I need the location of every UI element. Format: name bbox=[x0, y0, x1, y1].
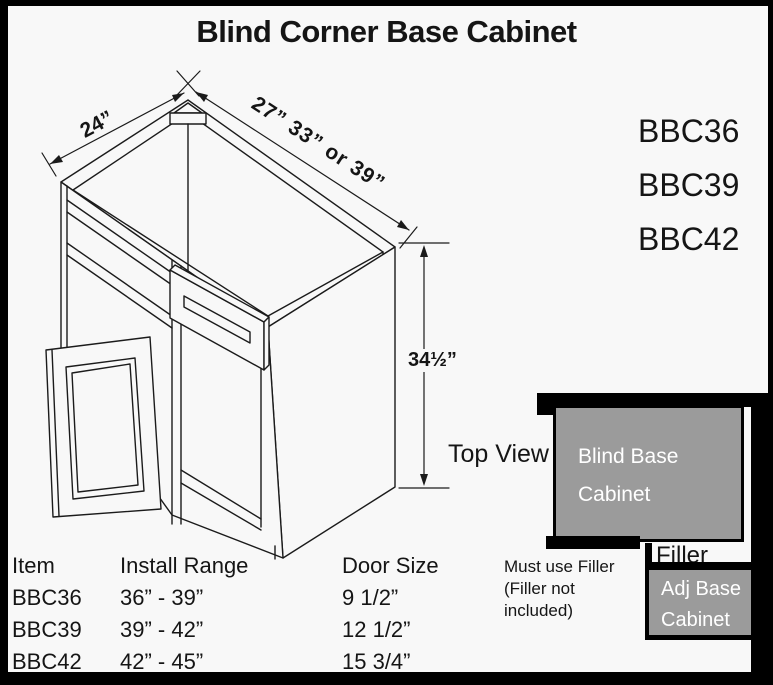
dim-ticks-height bbox=[398, 242, 450, 489]
arrowhead bbox=[420, 245, 428, 257]
table-cell-range: 39” - 42” bbox=[120, 617, 204, 642]
door-panel-outer bbox=[65, 357, 145, 500]
table-cell-door: 15 3/4” bbox=[342, 649, 411, 674]
spec-table: Item Install Range Door Size BBC36 36” -… bbox=[12, 550, 502, 678]
table-header-door-size: Door Size bbox=[342, 553, 439, 578]
front-rail-2 bbox=[66, 242, 173, 329]
frame-border-top bbox=[0, 0, 773, 6]
table-header-install-range: Install Range bbox=[120, 553, 249, 578]
top-view-label: Top View bbox=[448, 440, 549, 468]
arrowhead bbox=[420, 474, 428, 486]
frame-border-right bbox=[768, 0, 773, 685]
drawer-handle-slot bbox=[183, 295, 251, 344]
open-door bbox=[45, 336, 162, 518]
blind-base-cabinet-label: Blind Base Cabinet bbox=[578, 445, 679, 506]
adj-base-cabinet-box: Adj Base Cabinet bbox=[645, 562, 751, 640]
door-panel-inner bbox=[71, 363, 139, 493]
table-cell-door: 9 1/2” bbox=[342, 585, 399, 610]
dim-tick-depth bbox=[41, 152, 57, 177]
blind-base-cabinet-box: Blind Base Cabinet bbox=[553, 405, 744, 542]
page-title: Blind Corner Base Cabinet bbox=[196, 14, 577, 49]
table-cell-item: BBC36 bbox=[12, 585, 82, 610]
frame-border-bottom bbox=[0, 672, 773, 685]
filler-note-line: Must use Filler bbox=[504, 557, 615, 576]
dim-line-depth bbox=[49, 92, 185, 165]
top-view-wall-top bbox=[537, 393, 770, 407]
dim-line-width bbox=[195, 91, 410, 231]
table-header-item: Item bbox=[12, 553, 55, 578]
model-number: BBC36 bbox=[638, 113, 740, 149]
table-cell-item: BBC42 bbox=[12, 649, 82, 674]
blind-cabinet-front-edge bbox=[546, 536, 640, 549]
corner-brace-block bbox=[169, 112, 207, 125]
filler-note-line: included) bbox=[504, 601, 573, 620]
dim-crossmark bbox=[175, 70, 201, 97]
open-door-edge bbox=[51, 349, 60, 517]
model-number: BBC39 bbox=[638, 167, 740, 203]
dimension-label-height: 34½” bbox=[406, 349, 459, 372]
dim-tick-width bbox=[399, 226, 418, 249]
filler-strip bbox=[645, 543, 652, 573]
filler-note-line: (Filler not bbox=[504, 579, 575, 598]
frame-border-left bbox=[0, 0, 8, 685]
top-view-wall-right bbox=[751, 393, 768, 672]
table-cell-door: 12 1/2” bbox=[342, 617, 411, 642]
adj-base-cabinet-label: Adj Base Cabinet bbox=[661, 578, 742, 631]
drawer-end-cap bbox=[263, 316, 270, 371]
front-rail-1 bbox=[66, 199, 173, 286]
model-number: BBC42 bbox=[638, 221, 740, 257]
table-cell-range: 36” - 39” bbox=[120, 585, 204, 610]
table-cell-range: 42” - 45” bbox=[120, 649, 204, 674]
bottom-rail bbox=[180, 469, 262, 531]
arrowhead bbox=[50, 155, 63, 164]
arrowhead bbox=[397, 220, 409, 230]
arrowhead bbox=[172, 93, 184, 102]
filler-note: Must use Filler (Filler not included) bbox=[504, 556, 615, 622]
arrowhead bbox=[196, 92, 208, 102]
table-cell-item: BBC39 bbox=[12, 617, 82, 642]
top-view-wall-notch bbox=[537, 393, 556, 415]
model-list: BBC36 BBC39 BBC42 bbox=[638, 104, 739, 266]
